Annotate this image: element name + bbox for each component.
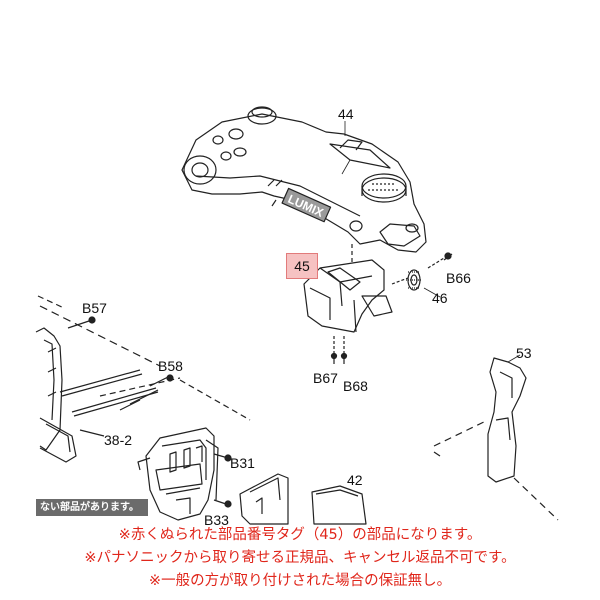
label-b33: B33	[204, 512, 229, 528]
label-42: 42	[347, 472, 363, 488]
notes-block: ※赤くぬられた部品番号タグ（45）の部品になります。 ※パナソニックから取り寄せ…	[0, 524, 600, 593]
bracket-42	[311, 485, 367, 525]
note-line-1: ※赤くぬられた部品番号タグ（45）の部品になります。	[118, 527, 482, 543]
lower-bracket-assembly	[137, 427, 219, 521]
label-44: 44	[338, 106, 354, 122]
label-b66: B66	[446, 270, 471, 286]
note-line-3: ※一般の方が取り付けされた場合の保証無し。	[148, 573, 452, 589]
partial-banner: ない部品があります。	[36, 499, 148, 516]
label-b67: B67	[313, 370, 338, 386]
top-cover-assembly: LUMIX	[181, 106, 427, 253]
label-b57: B57	[82, 300, 107, 316]
screw-b57	[67, 316, 96, 329]
lumix-logo: LUMIX	[281, 187, 332, 223]
gear-46	[391, 269, 422, 291]
left-frame-assembly	[35, 295, 161, 463]
leader-lines	[341, 121, 521, 363]
side-part-53	[433, 357, 559, 521]
note-line-2: ※パナソニックから取り寄せる正規品、キャンセル返品不可です。	[84, 550, 516, 566]
highlighted-part-tag-45[interactable]: 45	[286, 253, 318, 279]
label-b58: B58	[158, 358, 183, 374]
label-53: 53	[516, 345, 532, 361]
screw-b33	[213, 499, 232, 508]
plate-assembly	[239, 473, 289, 525]
label-38-2: 38-2	[104, 432, 133, 448]
screw-b31	[213, 453, 232, 462]
part-45-module	[303, 259, 393, 333]
screw-b58	[99, 374, 251, 421]
label-b31: B31	[230, 455, 255, 471]
shaft-38-2	[71, 387, 159, 437]
screw-b66	[427, 252, 453, 269]
label-46: 46	[432, 290, 448, 306]
screws-b67-b68	[330, 352, 348, 364]
label-b68: B68	[343, 378, 368, 394]
